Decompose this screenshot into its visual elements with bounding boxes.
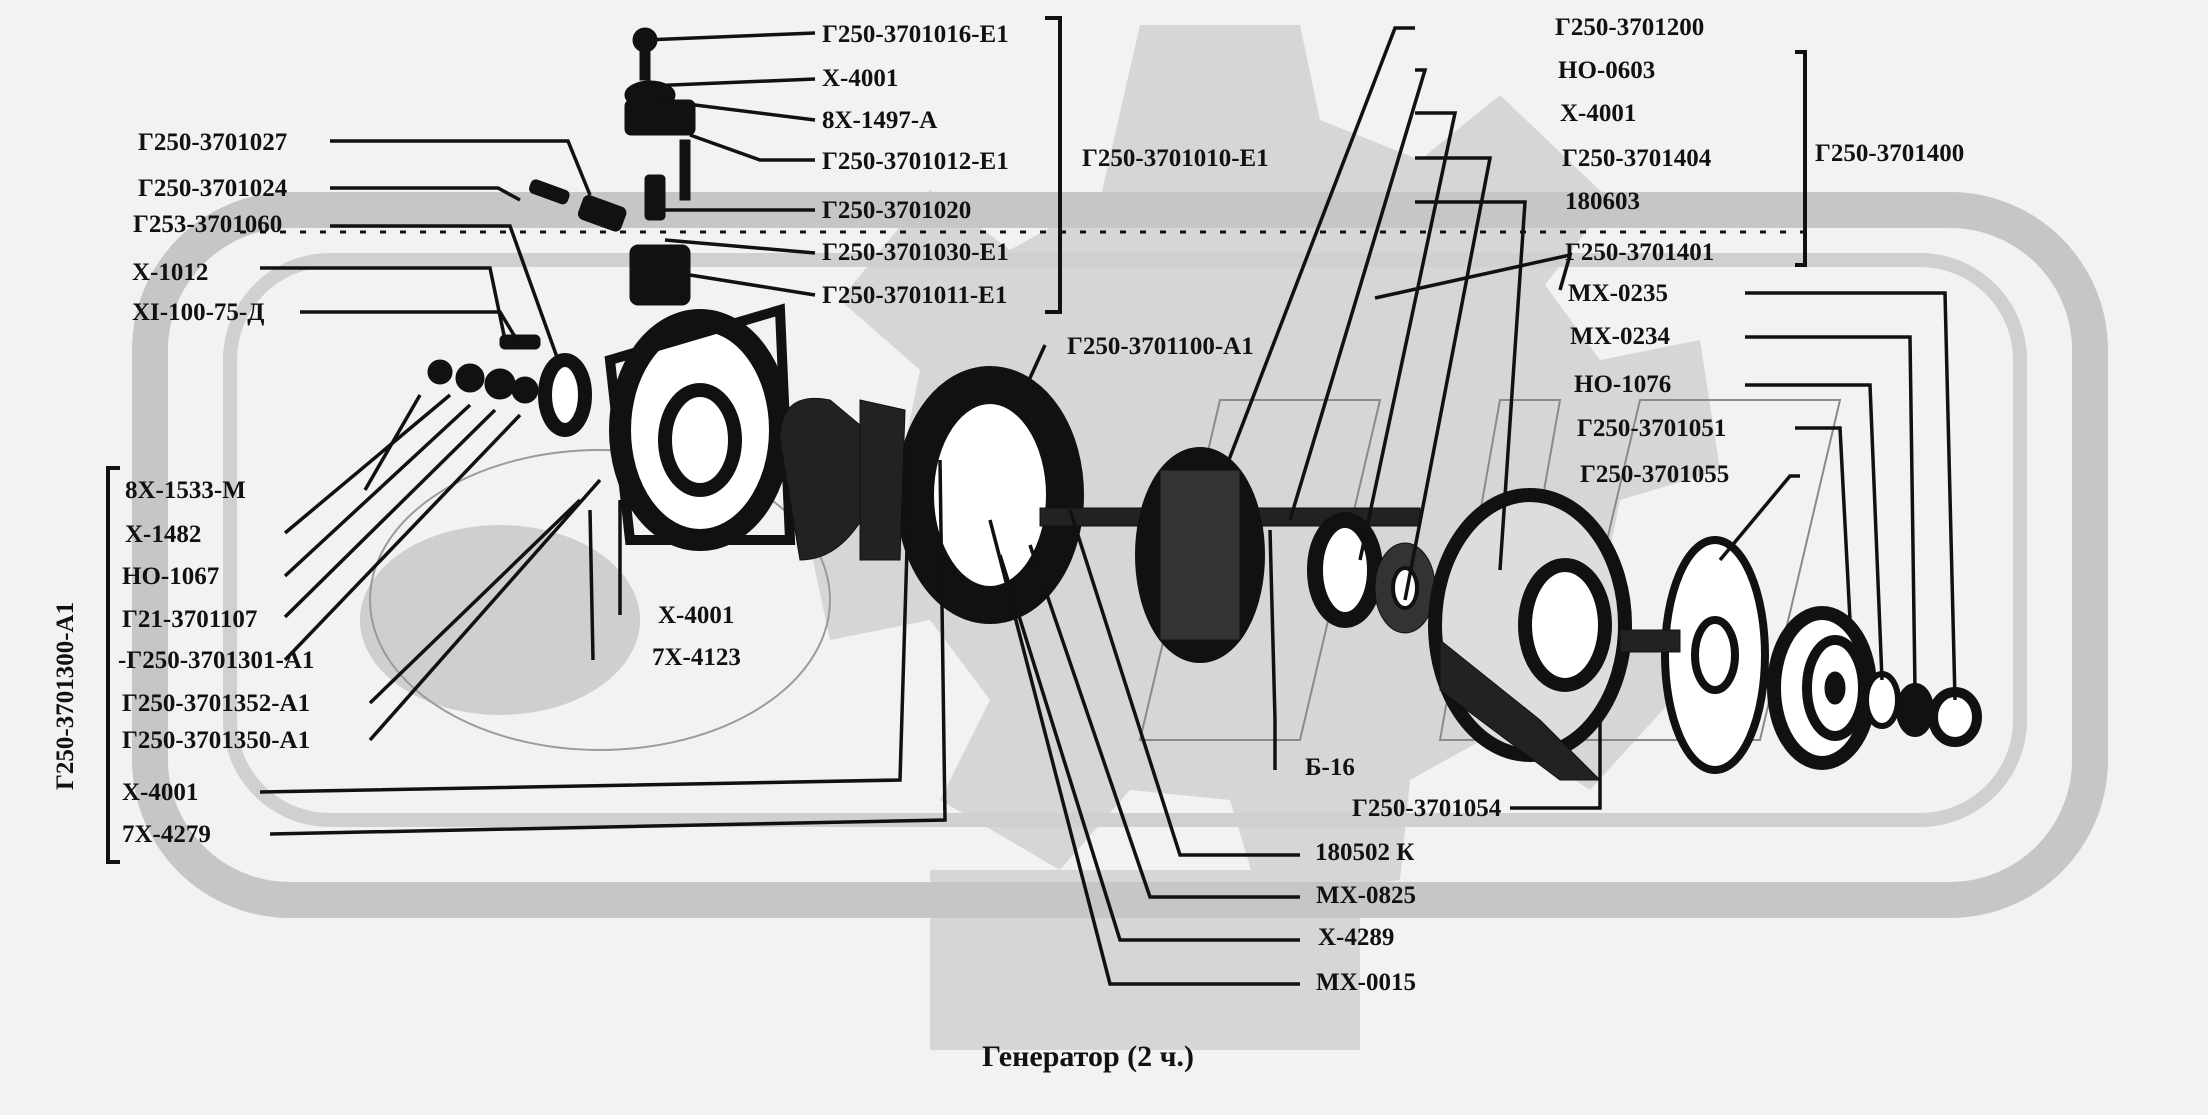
label-g3701010: Г250-3701010-Е1 [1082, 145, 1269, 172]
label-g3701012: Г250-3701012-Е1 [822, 148, 1009, 175]
pulley [1767, 606, 1877, 770]
watermark-ellipse [369, 449, 831, 751]
label-g3701400: Г250-3701400 [1815, 140, 1965, 167]
nut-washer-set [427, 334, 592, 437]
group-brackets [106, 16, 1807, 864]
fan [1619, 536, 1769, 774]
label-g3701011: Г250-3701011-Е1 [822, 282, 1008, 309]
label-g3701051: Г250-3701051 [1577, 415, 1727, 442]
label-g3701350: Г250-3701350-А1 [122, 727, 311, 754]
bearings [1307, 512, 1436, 634]
label-x1012: Х-1012 [132, 259, 209, 286]
label-g3701030: Г250-3701030-Е1 [822, 239, 1009, 266]
label-x4001-mid: Х-4001 [658, 602, 735, 629]
leader-lines [259, 26, 1957, 986]
label-x1533: 8Х-1533-М [125, 477, 246, 504]
label-g3701100: Г250-3701100-А1 [1067, 333, 1254, 360]
end-nut-washers [1863, 671, 1982, 747]
label-x4001-top: Х-4001 [822, 65, 899, 92]
label-g3701401: Г250-3701401 [1565, 239, 1715, 266]
diagram-title: Генератор (2 ч.) [982, 1040, 1195, 1073]
label-x4123: 7Х-4123 [652, 644, 741, 671]
label-g3701055: Г250-3701055 [1580, 461, 1730, 488]
label-mx0825: МХ-0825 [1316, 882, 1416, 909]
brush-holder-assembly [529, 27, 696, 306]
label-x4001-right: Х-4001 [1560, 100, 1637, 127]
label-x4279: 7Х-4279 [122, 821, 211, 848]
label-g3701027: Г250-3701027 [138, 129, 288, 156]
label-g3701352: Г250-3701352-А1 [122, 690, 311, 717]
rotor [1039, 447, 1421, 663]
label-x1482: Х-1482 [125, 521, 202, 548]
label-g3701024: Г250-3701024 [138, 175, 288, 202]
label-b16: Б-16 [1305, 754, 1355, 781]
label-no0603: НО-0603 [1558, 57, 1656, 84]
label-x4289: Х-4289 [1318, 924, 1395, 951]
label-b180603: 180603 [1565, 188, 1640, 215]
label-mx0234: МХ-0234 [1570, 323, 1670, 350]
label-g3701200: Г250-3701200 [1555, 14, 1705, 41]
label-g3701301: -Г250-3701301-А1 [118, 647, 315, 674]
label-no1076: НО-1076 [1574, 371, 1672, 398]
label-no1067: НО-1067 [122, 563, 220, 590]
label-g3701016: Г250-3701016-Е1 [822, 21, 1009, 48]
label-mx0015: МХ-0015 [1316, 969, 1416, 996]
stator [779, 366, 1084, 624]
label-g3701054: Г250-3701054 [1352, 795, 1502, 822]
rear-cover [1428, 488, 1632, 781]
label-xi100: ХI-100-75-Д [132, 299, 265, 326]
front-cover [604, 303, 796, 551]
label-g3701300: Г250-3701300-А1 [52, 601, 79, 790]
label-g21-3701107: Г21-3701107 [122, 606, 258, 633]
label-x4001-left: Х-4001 [122, 779, 199, 806]
label-mx0235: МХ-0235 [1568, 280, 1668, 307]
label-g3701404: Г250-3701404 [1562, 145, 1712, 172]
label-b180502: 180502 К [1315, 839, 1415, 866]
label-g3701020: Г250-3701020 [822, 197, 972, 224]
label-g253-3701060: Г253-3701060 [133, 211, 283, 238]
label-x1497: 8Х-1497-А [822, 107, 938, 134]
